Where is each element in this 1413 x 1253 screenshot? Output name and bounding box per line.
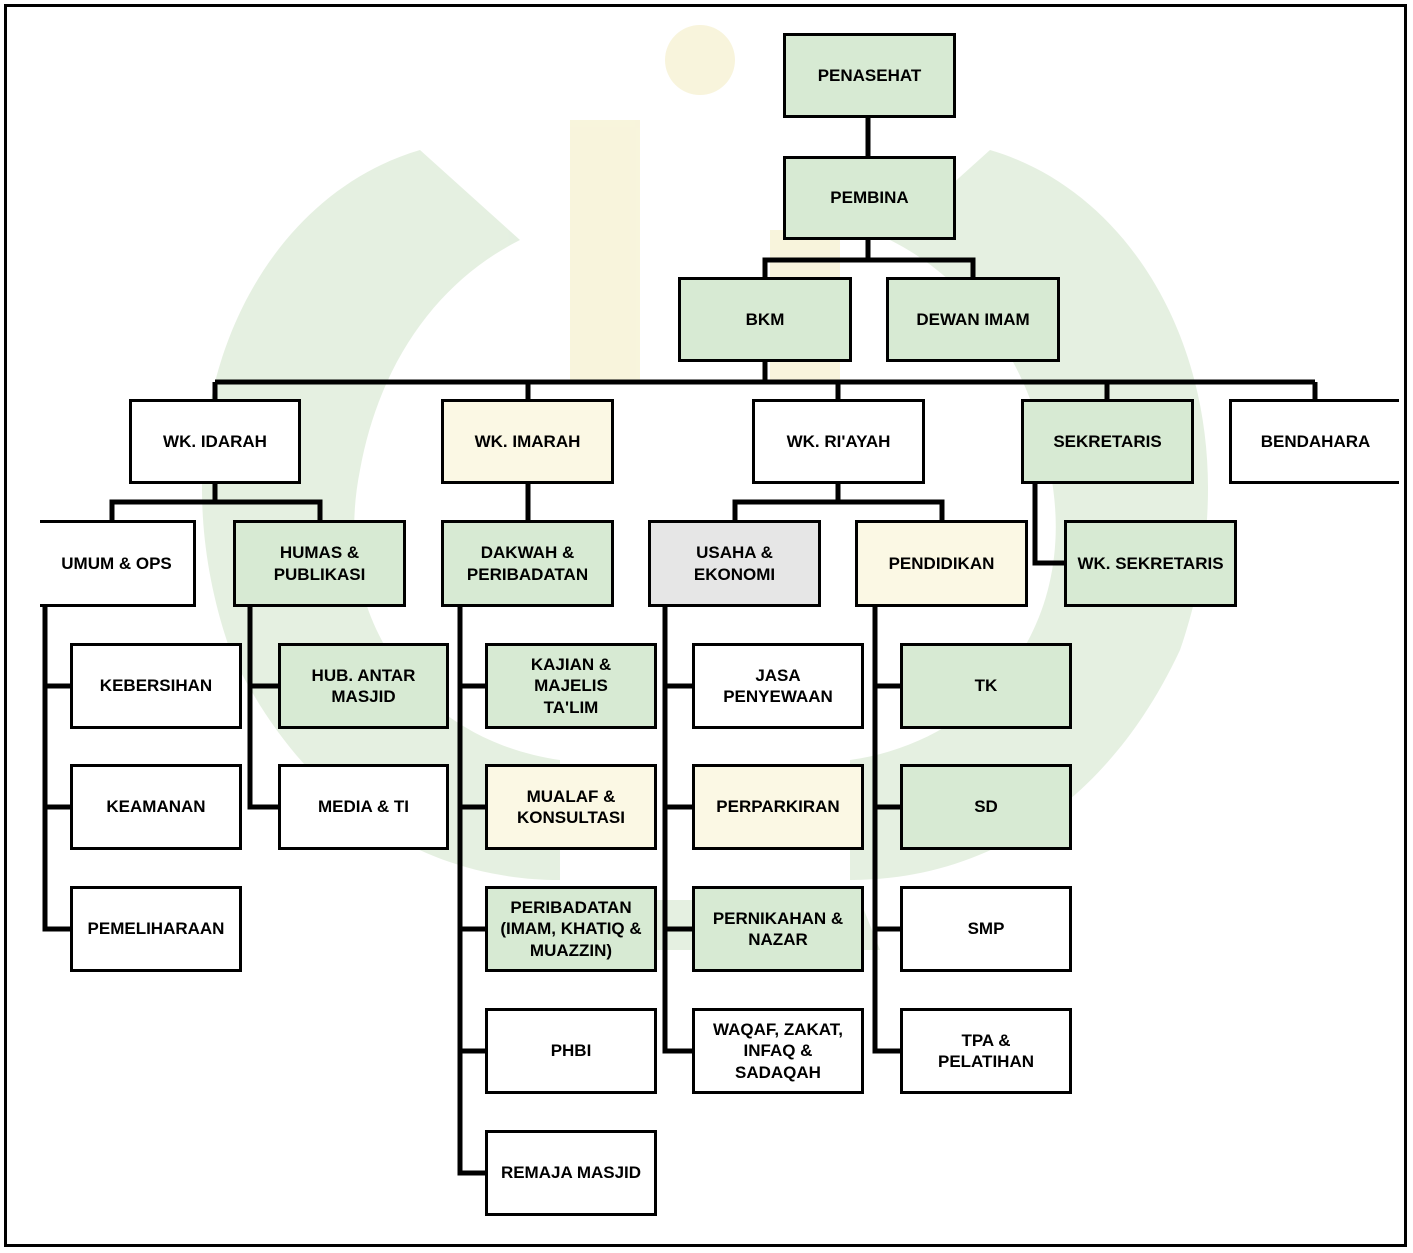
node-dewan-imam: DEWAN IMAM bbox=[886, 277, 1060, 362]
node-bendahara: BENDAHARA bbox=[1229, 399, 1399, 484]
node-tpa-pelatihan: TPA & PELATIHAN bbox=[900, 1008, 1072, 1094]
node-jasa-penyewaan: JASA PENYEWAAN bbox=[692, 643, 864, 729]
diagram-frame bbox=[4, 4, 1407, 1247]
node-wk-imarah: WK. IMARAH bbox=[441, 399, 614, 484]
node-tk: TK bbox=[900, 643, 1072, 729]
node-keamanan: KEAMANAN bbox=[70, 764, 242, 850]
node-smp: SMP bbox=[900, 886, 1072, 972]
node-waqaf-zakat: WAQAF, ZAKAT, INFAQ & SADAQAH bbox=[692, 1008, 864, 1094]
node-umum-ops: UMUM & OPS bbox=[40, 520, 196, 607]
node-pernikahan-nazar: PERNIKAHAN & NAZAR bbox=[692, 886, 864, 972]
node-sekretaris: SEKRETARIS bbox=[1021, 399, 1194, 484]
node-remaja-masjid: REMAJA MASJID bbox=[485, 1130, 657, 1216]
node-perparkiran: PERPARKIRAN bbox=[692, 764, 864, 850]
node-hub-antar-masjid: HUB. ANTAR MASJID bbox=[278, 643, 449, 729]
node-pembina: PEMBINA bbox=[783, 156, 956, 240]
node-pemeliharaan: PEMELIHARAAN bbox=[70, 886, 242, 972]
node-dakwah-peribadatan: DAKWAH & PERIBADATAN bbox=[441, 520, 614, 607]
node-wk-riayah: WK. RI'AYAH bbox=[752, 399, 925, 484]
node-humas-publikasi: HUMAS & PUBLIKASI bbox=[233, 520, 406, 607]
node-wk-sekretaris: WK. SEKRETARIS bbox=[1064, 520, 1237, 607]
node-peribadatan: PERIBADATAN (IMAM, KHATIQ & MUAZZIN) bbox=[485, 886, 657, 972]
node-kebersihan: KEBERSIHAN bbox=[70, 643, 242, 729]
node-sd: SD bbox=[900, 764, 1072, 850]
node-media-ti: MEDIA & TI bbox=[278, 764, 449, 850]
node-penasehat: PENASEHAT bbox=[783, 33, 956, 118]
node-pendidikan: PENDIDIKAN bbox=[855, 520, 1028, 607]
node-wk-idarah: WK. IDARAH bbox=[129, 399, 301, 484]
node-phbi: PHBI bbox=[485, 1008, 657, 1094]
node-bkm: BKM bbox=[678, 277, 852, 362]
node-usaha-ekonomi: USAHA & EKONOMI bbox=[648, 520, 821, 607]
node-kajian-majelis: KAJIAN & MAJELIS TA'LIM bbox=[485, 643, 657, 729]
node-mualaf-konsultasi: MUALAF & KONSULTASI bbox=[485, 764, 657, 850]
